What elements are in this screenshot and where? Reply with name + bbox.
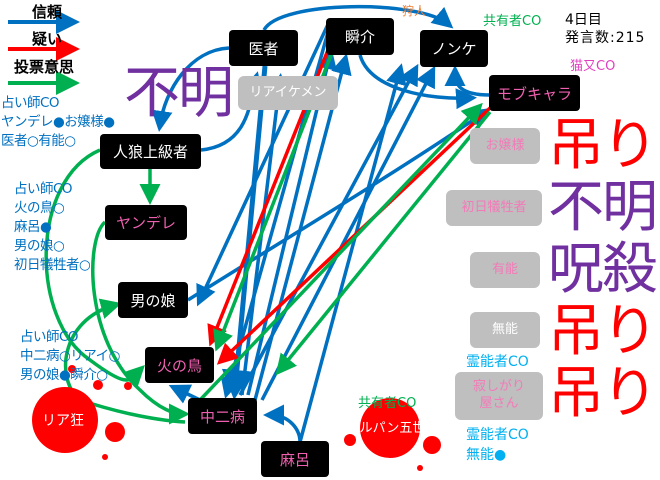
node-yandere[interactable]: ヤンデレ: [105, 205, 187, 240]
legend-doubt-label: 疑い: [32, 30, 63, 48]
medium-result: 無能●: [466, 447, 507, 463]
legend-trust-label: 信頼: [32, 3, 63, 21]
seer-note-3: 占い師CO 中二病○リアイ○ 男の娘●瞬介○: [20, 328, 120, 385]
seer-note-line: 麻呂●: [14, 219, 52, 235]
seer-note-line: 中二病○リアイ○: [20, 348, 120, 364]
hunter-label: 狩人: [402, 4, 427, 18]
fate-munou: 吊り: [548, 299, 658, 364]
seer-note-1: 占い師CO ヤンデレ●お嬢様● 医者○有能○: [1, 94, 115, 151]
blood-splatter-riakyou: [32, 365, 132, 460]
seer-note-line: 初日犠牲者○: [14, 257, 91, 273]
seer-note-line: 占い師CO: [20, 329, 79, 345]
node-maro[interactable]: 麻呂: [261, 441, 329, 477]
dead-sabishigari[interactable]: 寂しがり屋さん: [455, 372, 543, 420]
fate-shonichi: 不明: [548, 175, 658, 240]
mason-co-label: 共有者CO: [483, 14, 542, 29]
node-otokonoko[interactable]: 男の娘: [118, 282, 188, 318]
node-chuunibyou[interactable]: 中二病: [188, 398, 257, 434]
seer-note-line: 男の娘●瞬介○: [20, 367, 108, 383]
seer-note-line: ヤンデレ●お嬢様●: [1, 114, 115, 130]
seer-note-line: 占い師CO: [14, 181, 73, 197]
node-isha[interactable]: 医者: [229, 30, 298, 66]
fate-ojousama: 吊り: [548, 113, 658, 178]
medium-co-label-1: 霊能者CO: [466, 354, 529, 370]
node-shunsuke[interactable]: 瞬介: [326, 18, 394, 55]
nekomata-co-label: 猫又CO: [570, 59, 616, 74]
post-count: 発言数:215: [565, 30, 646, 46]
fate-sabishigari: 吊り: [548, 361, 658, 426]
node-nonke[interactable]: ノンケ: [420, 30, 488, 67]
medium-co-label-2: 霊能者CO: [466, 427, 529, 443]
node-hinotori[interactable]: 火の鳥: [145, 347, 214, 383]
dead-riaiken[interactable]: リアイケメン: [238, 76, 338, 110]
day-counter: 4日目: [565, 12, 602, 28]
vote-arrows: [44, 44, 492, 425]
legend-vote-label: 投票意思: [14, 58, 75, 76]
blood-splatter-lupin: [344, 398, 441, 471]
dead-munou[interactable]: 無能: [470, 312, 540, 348]
seer-note-line: 火の鳥○: [14, 200, 65, 216]
dead-lupin[interactable]: ルパン五世: [359, 420, 426, 436]
dead-shonichi[interactable]: 初日犠牲者: [446, 190, 542, 226]
dead-yuunou[interactable]: 有能: [470, 252, 540, 288]
lupin-mason-co-label: 共有者CO: [358, 396, 417, 411]
trust-arrows: [151, 4, 491, 443]
dead-ojousama[interactable]: お嬢様: [470, 128, 540, 164]
seer-note-line: 男の娘○: [14, 238, 65, 254]
seer-note-line: 占い師CO: [1, 95, 60, 111]
seer-note-2: 占い師CO 火の鳥○ 麻呂● 男の娘○ 初日犠牲者○: [14, 180, 91, 275]
fate-yuunou: 呪殺: [548, 237, 658, 302]
fate-riaiken: 不明: [124, 61, 234, 126]
node-mobchara[interactable]: モブキャラ: [489, 75, 580, 111]
node-jinro[interactable]: 人狼上級者: [100, 134, 201, 169]
dead-riakyou[interactable]: リア狂: [42, 413, 84, 429]
seer-note-line: 医者○有能○: [1, 133, 76, 149]
